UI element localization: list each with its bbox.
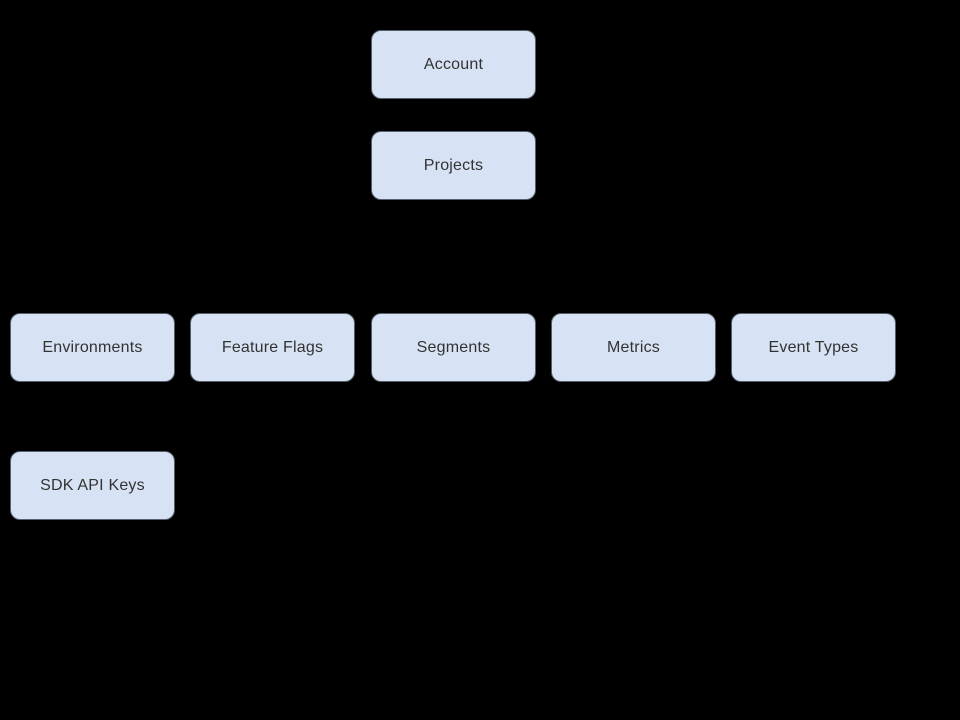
node-account: Account: [371, 30, 536, 99]
node-projects: Projects: [371, 131, 536, 200]
node-account-label: Account: [423, 55, 484, 73]
node-projects-label: Projects: [423, 156, 484, 174]
node-environments: Environments: [10, 313, 175, 382]
node-segments: Segments: [371, 313, 536, 382]
node-metrics: Metrics: [551, 313, 716, 382]
node-environments-label: Environments: [42, 338, 143, 356]
node-sdk-api-keys: SDK API Keys: [10, 451, 175, 520]
node-metrics-label: Metrics: [607, 338, 660, 356]
node-segments-label: Segments: [416, 338, 491, 356]
node-sdk-api-keys-label: SDK API Keys: [40, 476, 145, 494]
node-feature-flags-label: Feature Flags: [221, 338, 324, 356]
node-event-types-label: Event Types: [768, 338, 859, 356]
node-event-types: Event Types: [731, 313, 896, 382]
node-feature-flags: Feature Flags: [190, 313, 355, 382]
